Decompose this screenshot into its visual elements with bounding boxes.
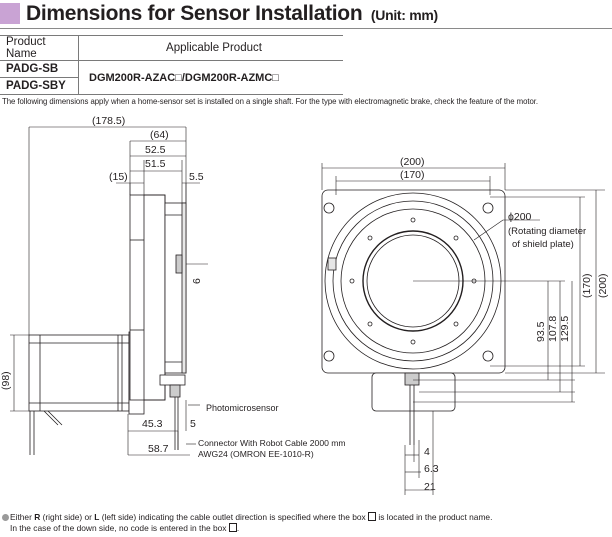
- dim-5-5: 5.5: [189, 171, 204, 183]
- dimension-drawing: (178.5) (64) 52.5 51.5 (15) 5.5 6 (98) 4…: [0, 115, 609, 495]
- header-product-name: Product Name: [0, 35, 79, 61]
- box-icon: [228, 523, 237, 532]
- footnote-text: (right side) or: [40, 512, 95, 522]
- title-accent-block: [0, 3, 20, 24]
- motor-body: [28, 331, 145, 415]
- dim-129-5: 129.5: [559, 316, 571, 342]
- dim-rotating-line1: (Rotating diameter: [508, 226, 586, 237]
- dim-overall: (178.5): [92, 115, 125, 127]
- dim-58-7: 58.7: [148, 443, 169, 455]
- title-bar: Dimensions for Sensor Installation (Unit…: [0, 1, 612, 29]
- gear-housing: [129, 194, 187, 401]
- callout-connector-line2: AWG24 (OMRON EE-1010-R): [198, 449, 314, 459]
- dim-v200: (200): [597, 273, 609, 298]
- dim-93-5: 93.5: [535, 321, 547, 342]
- dim-107-8: 107.8: [547, 316, 559, 342]
- dim-52-5: 52.5: [145, 144, 166, 156]
- front-sensor: [404, 372, 420, 445]
- footnote-text: In the case of the down side, no code is…: [10, 523, 229, 533]
- side-view-labels: (178.5) (64) 52.5 51.5 (15) 5.5 6 (98) 4…: [0, 115, 346, 459]
- dim-5: 5: [190, 418, 196, 430]
- footnote-text: Either: [10, 512, 35, 522]
- front-dimension-lines: [321, 163, 605, 495]
- footnote: Either R (right side) or L (left side) i…: [10, 512, 492, 534]
- title-underline: [0, 28, 612, 29]
- dim-phi200: ϕ200: [508, 211, 532, 223]
- footnote-r: R: [34, 512, 41, 522]
- footnote-text: (left side) indicating the cable outlet …: [99, 512, 369, 522]
- motor-cables: [29, 410, 63, 455]
- dim-15: (15): [109, 171, 128, 183]
- callout-connector-line1: Connector With Robot Cable 2000 mm: [198, 438, 346, 448]
- box-icon: [368, 512, 377, 521]
- dim-64: (64): [150, 129, 169, 141]
- footnote-l: L: [94, 512, 100, 522]
- front-view-labels: (200) (170) ϕ200 (Rotating diameter of s…: [400, 156, 609, 493]
- table-header-row: Product Name Applicable Product: [0, 35, 343, 61]
- intro-note: The following dimensions apply when a ho…: [2, 97, 539, 106]
- dim-51-5: 51.5: [145, 158, 166, 170]
- callout-photomicrosensor: Photomicrosensor: [206, 403, 279, 413]
- footnote-bullet: [2, 514, 9, 521]
- dim-6: 6: [191, 278, 203, 284]
- dim-6-3: 6.3: [424, 463, 439, 475]
- footnote-line1: Either R (right side) or L (left side) i…: [10, 512, 492, 523]
- dim-200: (200): [400, 156, 425, 168]
- product-name-cell: PADG-SB: [0, 60, 79, 78]
- front-view-flange: [321, 189, 506, 412]
- product-name-cell: PADG-SBY: [0, 77, 79, 95]
- product-table: Product Name Applicable Product PADG-SB …: [0, 35, 343, 95]
- dim-v170: (170): [581, 273, 593, 298]
- dim-21: 21: [424, 481, 436, 493]
- title-label: Dimensions for Sensor Installation: [26, 2, 363, 25]
- footnote-text: is located in the product name.: [376, 512, 493, 522]
- footnote-text: .: [236, 523, 240, 533]
- dim-98: (98): [0, 371, 12, 390]
- header-applicable-product: Applicable Product: [78, 35, 343, 61]
- dim-rotating-line2: of shield plate): [512, 239, 574, 250]
- table-row: PADG-SB DGM200R-AZAC□/DGM200R-AZMC□: [0, 60, 343, 95]
- dim-45-3: 45.3: [142, 418, 163, 430]
- footnote-line2: In the case of the down side, no code is…: [10, 523, 492, 534]
- page-title: Dimensions for Sensor Installation (Unit…: [26, 1, 438, 28]
- dim-170: (170): [400, 169, 425, 181]
- title-unit: (Unit: mm): [370, 7, 438, 23]
- dim-4: 4: [424, 446, 430, 458]
- table-row: PADG-SBY: [0, 77, 343, 95]
- photomicrosensor-assembly: [159, 374, 186, 450]
- side-dimension-lines: [10, 126, 208, 456]
- applicable-product-cell: DGM200R-AZAC□/DGM200R-AZMC□: [78, 60, 343, 95]
